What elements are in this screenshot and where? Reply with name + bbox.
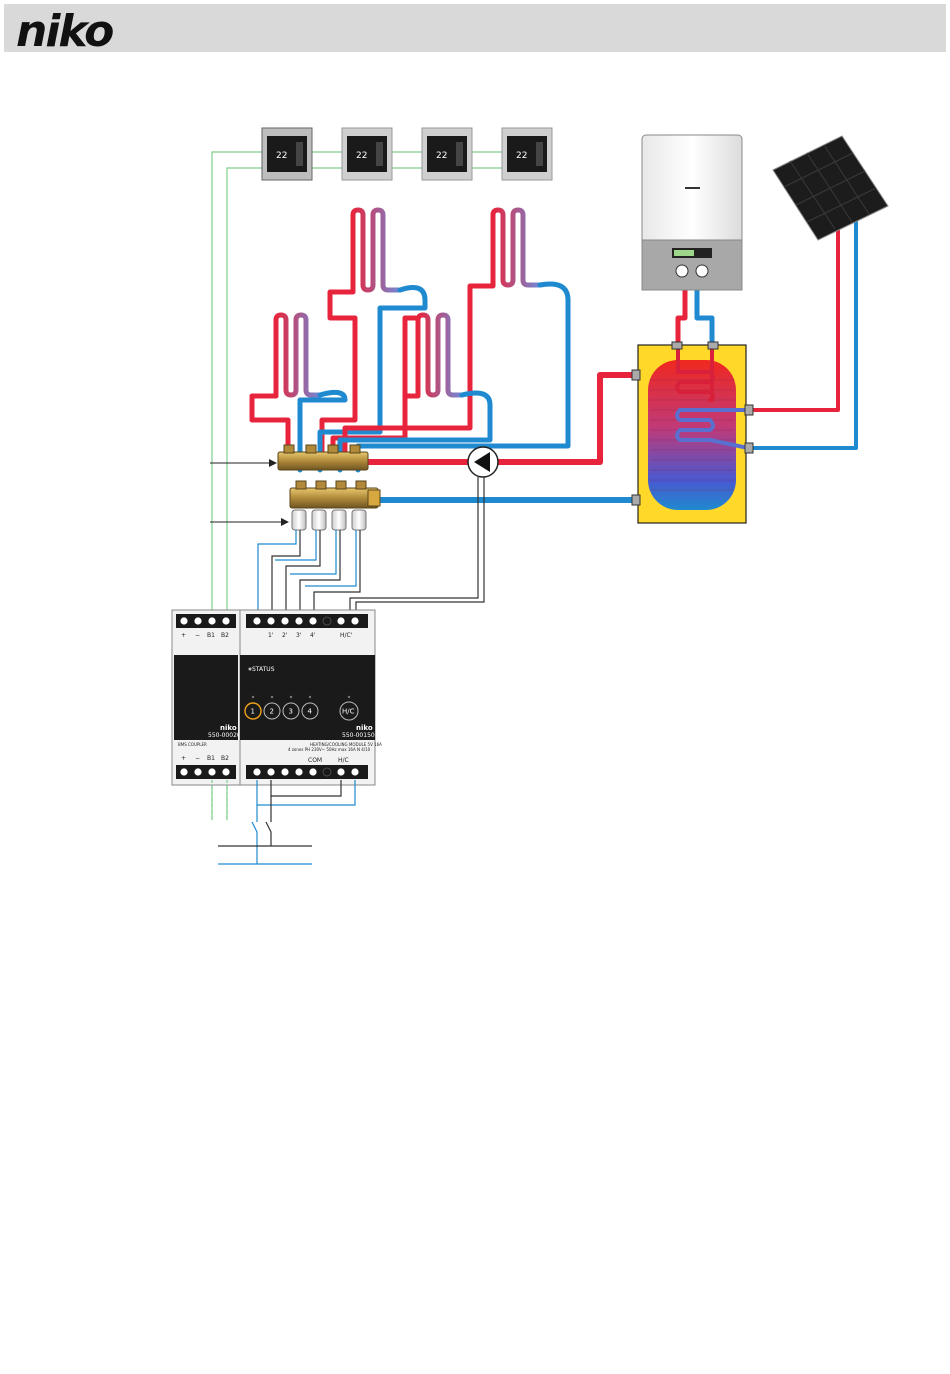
thermostat-1[interactable]: 22 <box>262 128 312 180</box>
coupler-terminal-top-4: B2 <box>221 632 229 639</box>
hc-footer-spec: 4 zones PH 230V~ 50Hz max 16A N 4/10 <box>288 747 371 752</box>
thermostat-4[interactable]: 22 <box>502 128 552 180</box>
solar-panel <box>773 136 888 240</box>
coupler-brand: niko <box>220 724 237 732</box>
coupler-terminal-bottom-4: B2 <box>221 755 229 762</box>
coupler-terminal-bottom-1: + <box>181 755 186 762</box>
hc-terminal-top-4: 4' <box>310 632 316 639</box>
hc-part-number: 550-00150 <box>342 732 375 739</box>
return-manifold <box>290 481 380 508</box>
zone-button-4[interactable]: 4 <box>302 703 318 719</box>
thermostat-4-temp: 22 <box>516 151 527 161</box>
mains-wiring <box>212 780 355 864</box>
coupler-terminal-top-2: − <box>195 632 200 639</box>
heating-cooling-module: 1' 2' 3' 4' H/C' STATUS 1 2 3 4 <box>240 610 382 785</box>
hc-terminal-top-3: 3' <box>296 632 302 639</box>
thermostat-2-temp: 22 <box>356 151 367 161</box>
coupler-part-number: 550-00020 <box>208 732 241 739</box>
circulation-pump <box>468 447 498 477</box>
callout-arrows <box>210 463 288 522</box>
thermostat-3-temp: 22 <box>436 151 447 161</box>
zone-button-2[interactable]: 2 <box>264 703 280 719</box>
zone-button-1[interactable]: 1 <box>245 703 261 719</box>
coupler-terminal-top-3: B1 <box>207 632 215 639</box>
thermostat-2[interactable]: 22 <box>342 128 392 180</box>
valve-actuators <box>292 510 366 530</box>
zone-button-2-label: 2 <box>270 708 274 716</box>
status-label: STATUS <box>252 666 275 673</box>
coupler-terminal-bottom-2: − <box>195 755 200 762</box>
bus-coupler-module: + − B1 B2 niko 550-00020 BMS COUPLER + −… <box>172 610 241 785</box>
hc-button[interactable]: H/C <box>340 702 358 720</box>
coupler-terminal-top-1: + <box>181 632 186 639</box>
zone-button-3[interactable]: 3 <box>283 703 299 719</box>
zone-button-1-label: 1 <box>251 708 255 716</box>
coupler-footer-label: BMS COUPLER <box>178 742 207 747</box>
boiler <box>642 135 742 290</box>
thermostat-3[interactable]: 22 <box>422 128 472 180</box>
hc-brand: niko <box>356 724 373 732</box>
main-pipes <box>368 222 856 500</box>
hc-bottom-label-hc: H/C <box>338 757 349 764</box>
thermostat-1-temp: 22 <box>276 151 287 161</box>
hc-button-label: H/C <box>342 708 355 716</box>
floor-heating-loops <box>252 210 568 470</box>
hc-terminal-top-1: 1' <box>268 632 274 639</box>
hc-terminal-top-5: H/C' <box>340 632 353 639</box>
hc-terminal-top-2: 2' <box>282 632 288 639</box>
zone-button-3-label: 3 <box>289 708 293 716</box>
zone-button-4-label: 4 <box>308 708 313 716</box>
hc-bottom-label-com: COM <box>308 757 322 764</box>
coupler-terminal-bottom-3: B1 <box>207 755 215 762</box>
storage-tank <box>632 342 753 523</box>
